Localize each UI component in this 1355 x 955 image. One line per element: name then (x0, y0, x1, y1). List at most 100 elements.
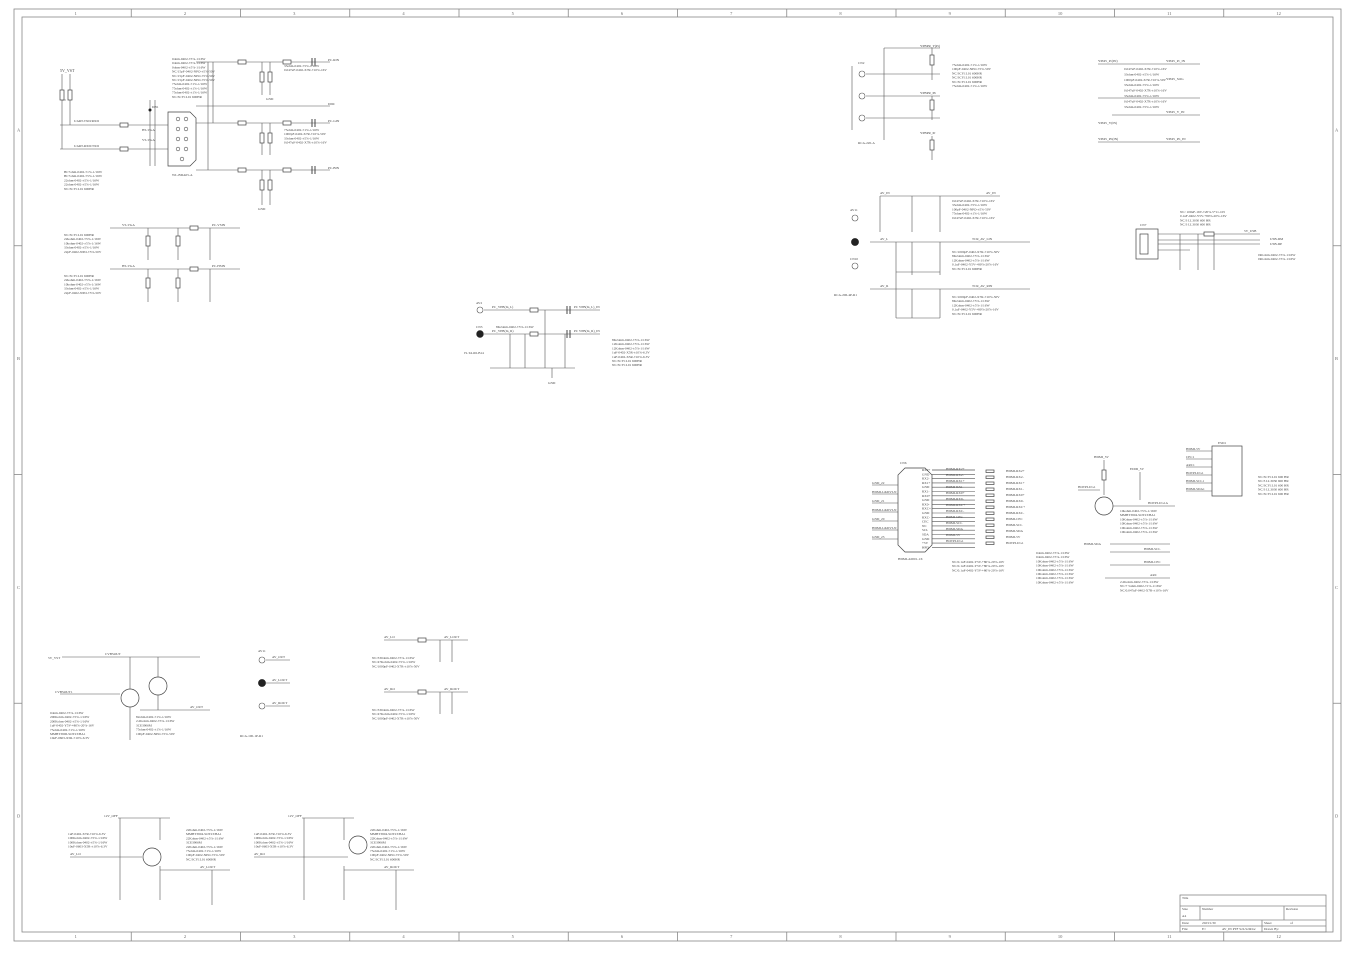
hdmi-net-label: HDMI-RXC- (1006, 511, 1024, 515)
note-line: NC/3CY1L01 600HR (952, 312, 983, 316)
component-notes: 220ohm-0402-±5%-1/16WMMBT3904-SOT23/BA12… (186, 828, 226, 861)
net-hdmi-5v: HDMI_5V (1094, 455, 1109, 459)
row-label: C (1335, 585, 1338, 590)
note-line: 22ohm-0402-±5%-1/16W (64, 178, 100, 182)
esd-net: HOTPLUG1 (1186, 471, 1204, 475)
hdmi-pin-label: RXC+ (922, 507, 931, 511)
note-line: 3CE3906M (136, 723, 152, 727)
note-line: 75ohm-0402-±1%-1/16W (952, 63, 988, 67)
net-pc-vpb-l: PC_VPB(In_L) (492, 305, 513, 309)
ref-cn10: CN10 (850, 257, 858, 261)
av-in-mid: AV11 CN10 AV_IN AV_L AV_R AV_IN TCR_AV_L… (834, 191, 1030, 319)
net-pc-hsin: PC-HSIN (212, 264, 226, 268)
net-pc-vpb-l-in: PC VPB(In_L)_IN (574, 305, 600, 309)
note-line: 0ohm-0402-±5%-1/16W (172, 65, 206, 69)
note-line: 0ohm-0402-±5%-1/16W (172, 57, 206, 61)
hdmi-pin-label: RX0+ (922, 494, 930, 498)
size-label: Size (1182, 907, 1188, 911)
component-notes: 10kohm-0402-±5%-1/16WMMBT3904-SOT23/BA11… (1120, 509, 1158, 534)
note-line: 33ohm-0402-±5%-1/16W (284, 64, 320, 68)
column-label: 12 (1276, 11, 1281, 16)
note-line: NC/7 5ohm-0402-±1%-1/16W (1120, 584, 1162, 588)
net-av-out: AV_OUT (190, 705, 204, 709)
hdmi-net-label: HDMI-RXC+ (946, 503, 965, 507)
file-label: File: (1182, 927, 1188, 931)
note-line: 8K2ohm-0402-±5%-1/16W (952, 299, 990, 303)
note-line: 22kohm-0402-±5%-1/16W (64, 278, 102, 282)
component-notes: NC/1000pF-0402-X7R-±10%-50V8K2ohm-0402-±… (952, 250, 1000, 271)
column-label: 8 (839, 11, 842, 16)
hdmi-net-label: HDMI-RXC- (946, 509, 964, 513)
note-line: 100pF-0402-NPO-±5%-50V (186, 853, 226, 857)
note-line: NC/ 100uF-16V-±20%-5*11-105 (1180, 210, 1225, 214)
net-av-in-out: AV_IN (986, 191, 996, 195)
note-line: 82ohm-0402-±1%-1/16W (136, 715, 172, 719)
hdmi-connector: CN6 RX2+GNDRX2-RX1+GNDRX1-RX0+GNDRX0-RXC… (872, 461, 1025, 572)
note-line: 10Kohm-0402-±5%-1/16W (1036, 572, 1074, 576)
connector-part: WL-BDA05-A (172, 173, 193, 177)
net-av-r: AV_R (880, 284, 889, 288)
net-ypbpr-pb-out: YPbPr_Pb_IN (1166, 137, 1186, 141)
note-line: 22kohm-0402-±5%-1/16W (64, 237, 102, 241)
net-av-lo-amp: AV_LO (70, 852, 81, 856)
hdmi-net-label: HDMI-RX1- (946, 485, 964, 489)
net-av-lout: AV_LOUT (444, 635, 460, 639)
ref-av-out-jack: AV11 (258, 649, 266, 653)
hdmi-net-label: HDMI-SCL (1006, 523, 1022, 527)
note-line: 0.1uF-0402-Y5V-+80%-20%-16V (1180, 214, 1227, 218)
note-line: NC/3CY1L01 600HR (186, 857, 217, 861)
hdmi-left-pin: HDMI-L&DVI-N (872, 526, 897, 530)
net-uart-rxd: UART-RXD/TXD (74, 144, 99, 148)
esd-net: ARC1 (1186, 463, 1195, 467)
hdmi-left-pin: GND_22 (872, 481, 885, 485)
hdmi-part: HDMI-A0001-1X (898, 557, 923, 561)
note-line: NC/3CY1L01 600 HR (1258, 475, 1289, 479)
note-line: NC/47Kohm-0402-±5%-1/16W (372, 712, 416, 716)
jack-part: RCA-206-4P-R1 (834, 293, 857, 297)
net-5v-vst: 5V_VST (60, 68, 75, 73)
pc-audio-block: AV2 CN3 JS-TA1I6-B14 PC_VPB(In_L) PC_VPB… (464, 301, 650, 385)
note-line: 10Kohm-0402-±5%-1/16W (1120, 530, 1158, 534)
note-line: 100pF-0402-NPO-±5%-50V (370, 853, 410, 857)
hdmi-net-label: HDMI-RX1+ (946, 479, 965, 483)
net-vs-vga: VS-VGA (142, 138, 155, 142)
cvbs-out-block: 5V_VST CVBSOUT CVBSOUT1 AV_OUT 0ohm-0402… (48, 652, 210, 740)
hdmi-net-label: HDMI-SDA (946, 527, 964, 531)
note-line: NC/1000pF-0402-X7R-±10%-50V (952, 250, 1000, 254)
note-line: 10Kohm-0402-±5%-1/16W (1120, 522, 1158, 526)
note-line: 8K2ohm-0402-±5%-1/16W (952, 254, 990, 258)
note-line: NC/330ohm-0402-±5%-1/16W (372, 708, 415, 712)
row-label: B (1335, 356, 1338, 361)
size-value: A4 (1182, 914, 1186, 918)
note-line: 0.047uF-0402-X7R-±10%-16V (284, 68, 327, 72)
column-label: 6 (621, 934, 624, 939)
note-line: 33ohm-0402-±5%-1/16W (64, 246, 100, 250)
note-line: 12Kohm-0402-±5%-1/16W (952, 303, 990, 307)
hdmi-net-label: HOTPLUG1 (1006, 541, 1024, 545)
component-notes: NC/330ohm-0402-±5%-1/16WNC/47Kohm-0402-±… (372, 708, 420, 720)
net-cvbsout1: CVBSOUT1 (55, 690, 73, 694)
note-line: 100Kohm-0402-±5%-1/16W (254, 840, 294, 844)
vga-connector: WL-BDA05-A HS-VGA VS-VGA DB1 (142, 105, 197, 177)
jack-part: RCA-100-1P-R1 (240, 734, 263, 738)
note-line: NC/3 LL3030 600 HR (1180, 223, 1211, 227)
note-line: NC/3CY1L01 600HR (952, 80, 983, 84)
note-line: 22pF-0402-NPO-±5%-50V (64, 291, 102, 295)
hdmi-net-label: HDMI-RX1+ (1006, 481, 1025, 485)
hdmi-net-label: HDMI-5V (1006, 535, 1021, 539)
date-value: 2023/1/30 (1202, 921, 1216, 925)
ref-cn7: CN7 (1140, 223, 1147, 227)
note-line: 0ohm-0402-±5%-1/16W (1036, 551, 1070, 555)
hdmi-pin-label: +5V (922, 541, 929, 545)
vga-uart-block: 5V_VST UART-TXD/RXD UART-RXD/TXD WL-BDA0… (59, 57, 340, 302)
title-label: Title (1182, 896, 1189, 900)
note-line: 22ohm-0402-±5%-1/16W (64, 183, 100, 187)
ypbpr-right: YPbPr_Pr(IN) YPbPr_Y(IN) YPbPr_Pb(IN) YP… (1098, 59, 1200, 143)
net-av-rout-amp: AV_ROUT (384, 865, 400, 869)
net-pc-vpb-r-in: PC VPB(In_R)_IN (574, 329, 600, 333)
net-usb-dp: USB-DP (1270, 242, 1282, 246)
hdmi-pin-label: RX2- (922, 477, 930, 481)
note-line: NC/3CY1L01 600HR (952, 267, 983, 271)
hdmi-pin-label: SCL (922, 528, 928, 532)
note-line: 33ohm-0402-±5%-1/16W (1124, 94, 1160, 98)
